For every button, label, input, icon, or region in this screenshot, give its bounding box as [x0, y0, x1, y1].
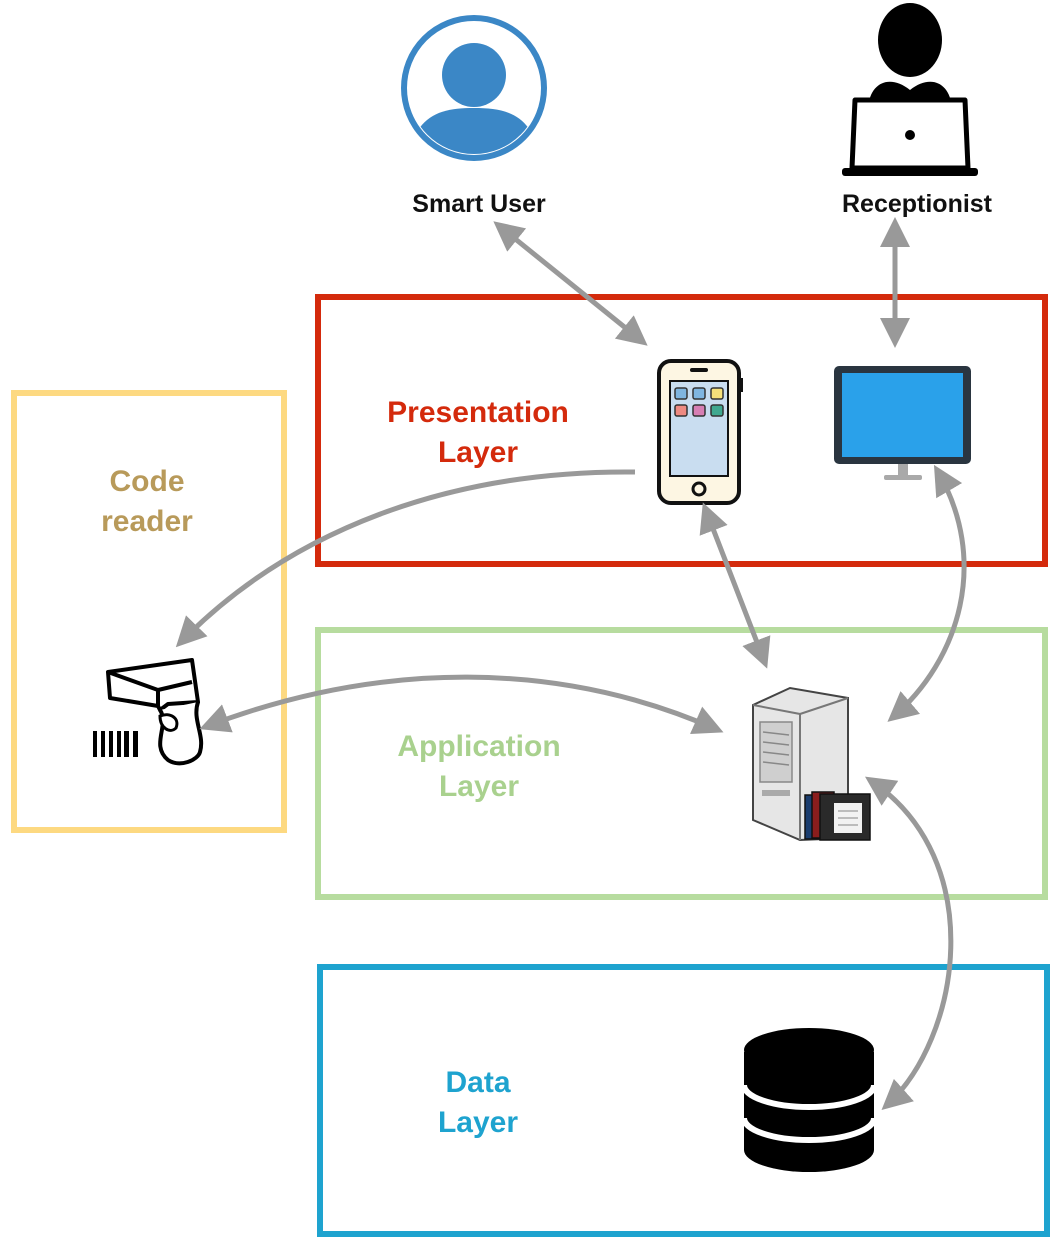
server-icon — [752, 686, 871, 842]
receptionist-label: Receptionist — [842, 190, 993, 218]
code-reader-frame — [11, 390, 287, 833]
application-layer-label: Application — [397, 730, 560, 763]
connectors — [175, 217, 967, 1110]
application-layer-frame — [315, 627, 1048, 900]
arrow-phone-server — [699, 502, 771, 669]
person-laptop-icon — [842, 3, 978, 176]
arrow-monitor-server — [887, 464, 967, 722]
smartphone-icon — [657, 359, 743, 505]
monitor-icon — [834, 366, 971, 480]
data-layer-frame — [317, 964, 1050, 1237]
application-layer-label-2: Layer — [439, 770, 519, 803]
arrow-scanner-server — [199, 674, 724, 735]
barcode-scanner-icon — [93, 658, 204, 766]
presentation-layer-frame — [315, 294, 1048, 567]
smart-user-label: Smart User — [412, 190, 546, 218]
presentation-layer-label-2: Layer — [438, 436, 518, 469]
arrow-phone-scanner — [175, 469, 636, 648]
arrow-server-database — [865, 776, 954, 1110]
code-reader-label-2: reader — [101, 505, 193, 538]
user-avatar-icon — [401, 15, 547, 161]
database-icon — [741, 1028, 877, 1172]
arrow-user-phone — [493, 221, 648, 346]
data-layer-label-2: Layer — [438, 1106, 518, 1139]
data-layer-label: Data — [445, 1066, 510, 1099]
presentation-layer-label: Presentation — [387, 396, 569, 429]
code-reader-label: Code — [110, 465, 185, 498]
